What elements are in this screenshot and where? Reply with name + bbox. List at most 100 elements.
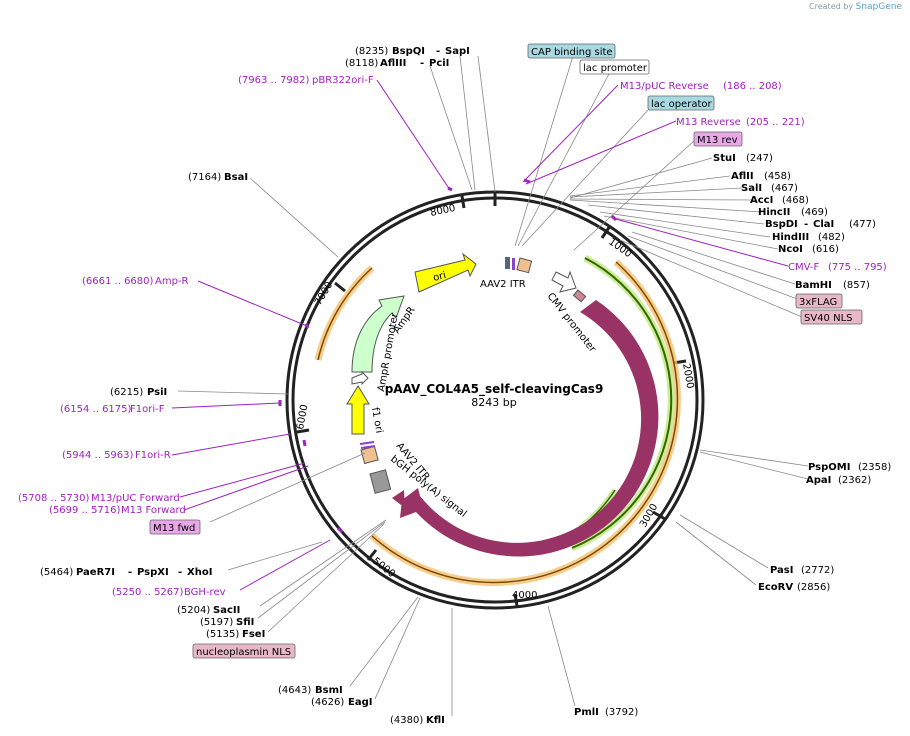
label-pos: (4380)	[390, 715, 423, 726]
tag-lac-promoter: lac promoter	[579, 59, 650, 75]
ampr-feature[interactable]	[351, 295, 405, 373]
label-name: AflII	[731, 171, 754, 182]
label-pos: (247)	[746, 153, 773, 164]
label-name: SfiI	[236, 617, 254, 628]
label-name: BsaI	[224, 172, 248, 183]
primer-leader-lines	[171, 79, 789, 591]
label-name3-text: XhoI	[187, 567, 212, 578]
tag-text: M13 rev	[697, 135, 738, 146]
label-name: AccI	[750, 195, 773, 206]
label-pos: (6154 .. 6175)	[60, 404, 132, 415]
label-name2-text: PspXI	[137, 567, 169, 578]
label-name: SacII	[213, 605, 240, 616]
label-pos: (4626)	[311, 697, 344, 708]
label-dash: -	[420, 58, 424, 69]
ori-feature[interactable]	[414, 252, 477, 293]
label-pos: (205 .. 221)	[746, 117, 805, 128]
tag-text: nucleoplasmin NLS	[196, 647, 291, 658]
label-pos: (3792)	[605, 707, 638, 718]
tag-cap-binding-site: CAP binding site	[527, 43, 616, 59]
snapgene-credit: Created by SnapGene	[809, 2, 902, 12]
ampr-promoter-feature	[351, 370, 369, 386]
plasmid-length: 8243 bp	[471, 396, 516, 409]
label-name: FseI	[242, 629, 265, 640]
tag-sv40-nls: SV40 NLS	[800, 309, 863, 325]
lac-block	[516, 257, 533, 274]
label-name: PmlI	[574, 707, 599, 718]
tag-text: 3xFLAG	[799, 297, 837, 308]
cas9-label: Cas9	[584, 475, 609, 500]
tag-nucleoplasmin-nls: nucleoplasmin NLS	[192, 643, 296, 659]
itr-bottom-stripes	[359, 441, 376, 449]
tick-6000: 6000	[295, 404, 310, 431]
label-pos: (2362)	[838, 475, 871, 486]
label-name: F1ori-F	[130, 404, 165, 415]
orange-arc-right-core	[371, 261, 679, 584]
label-pos: (5204)	[177, 605, 210, 616]
label-name: NcoI	[778, 244, 803, 255]
label-pos: (6661 .. 6680)	[82, 276, 154, 287]
f1-ori-label: f1 ori	[369, 407, 384, 435]
label-name: CMV-F	[788, 262, 819, 273]
label-name2-text: SapI	[445, 46, 470, 57]
label-name: M13/pUC Forward	[91, 493, 180, 504]
label-name: AflIII	[380, 58, 406, 69]
label-name: PsiI	[147, 387, 167, 398]
primer-marks	[278, 178, 618, 534]
tag-3xflag: 3xFLAG	[795, 293, 843, 309]
label-name: SalI	[741, 183, 762, 194]
label-pos: (2772)	[801, 565, 834, 576]
label-name: M13 Forward	[121, 505, 186, 516]
label-name: M13 Reverse	[676, 117, 741, 128]
tick-2000: 2000	[680, 363, 695, 390]
label-name: PspOMI	[808, 462, 850, 473]
f1-ori-feature[interactable]	[346, 385, 370, 435]
tag-text: lac promoter	[583, 63, 648, 74]
label-name: F1ori-R	[135, 450, 171, 461]
label-name: KflI	[426, 715, 445, 726]
label-pos: (482)	[818, 232, 845, 243]
label-name2-text: PciI	[429, 58, 449, 69]
tag-text: M13 fwd	[153, 523, 195, 534]
tick-8000: 8000	[429, 203, 456, 219]
tick-4000: 4000	[512, 590, 537, 601]
orange-arc-left-core	[317, 267, 373, 361]
label-pos: (467)	[771, 183, 798, 194]
label-pos: (468)	[782, 195, 809, 206]
label-name: StuI	[713, 153, 736, 164]
tag-text: lac operator	[651, 99, 712, 110]
cmv-promoter-feature	[551, 270, 577, 293]
itr-top-block	[505, 257, 510, 269]
label-name: BspQI	[392, 46, 425, 57]
label-dash: -	[128, 567, 132, 578]
label-pos: (5944 .. 5963)	[62, 450, 134, 461]
cmv-promoter-label: CMV promoter	[545, 291, 599, 355]
label-name: HindIII	[772, 232, 809, 243]
label-name: BspDI	[765, 219, 798, 230]
label-name: M13/pUC Reverse	[620, 81, 709, 92]
itr-top-label: AAV2 ITR	[480, 279, 526, 290]
label-pos: (5197)	[200, 617, 233, 628]
label-pos: (5135)	[206, 629, 239, 640]
label-name: BsmI	[315, 685, 343, 696]
tag-m13-rev: M13 rev	[693, 131, 743, 147]
label-name: BGH-rev	[184, 587, 226, 598]
tag-text: CAP binding site	[531, 47, 613, 58]
label-pos: (186 .. 208)	[723, 81, 782, 92]
tag-lac-operator: lac operator	[647, 95, 715, 111]
label-pos: (8118)	[345, 58, 378, 69]
tag-m13-fwd: M13 fwd	[149, 519, 201, 535]
leader-lines	[177, 55, 809, 716]
label-name: PasI	[770, 565, 793, 576]
label-text-group: (8235) BspQI - SapI (8118) AflIII - PciI…	[18, 46, 891, 726]
label-pos: (5464)	[40, 567, 73, 578]
label-pos: (7164)	[188, 172, 221, 183]
label-dash: -	[804, 219, 808, 230]
plasmid-name: pAAV_COL4A5_self-cleavingCas9	[385, 382, 604, 397]
orange-arc-right	[369, 259, 681, 586]
label-pos: (4643)	[278, 685, 311, 696]
label-pos: (7963 .. 7982)	[238, 75, 310, 86]
label-dash: -	[178, 567, 182, 578]
